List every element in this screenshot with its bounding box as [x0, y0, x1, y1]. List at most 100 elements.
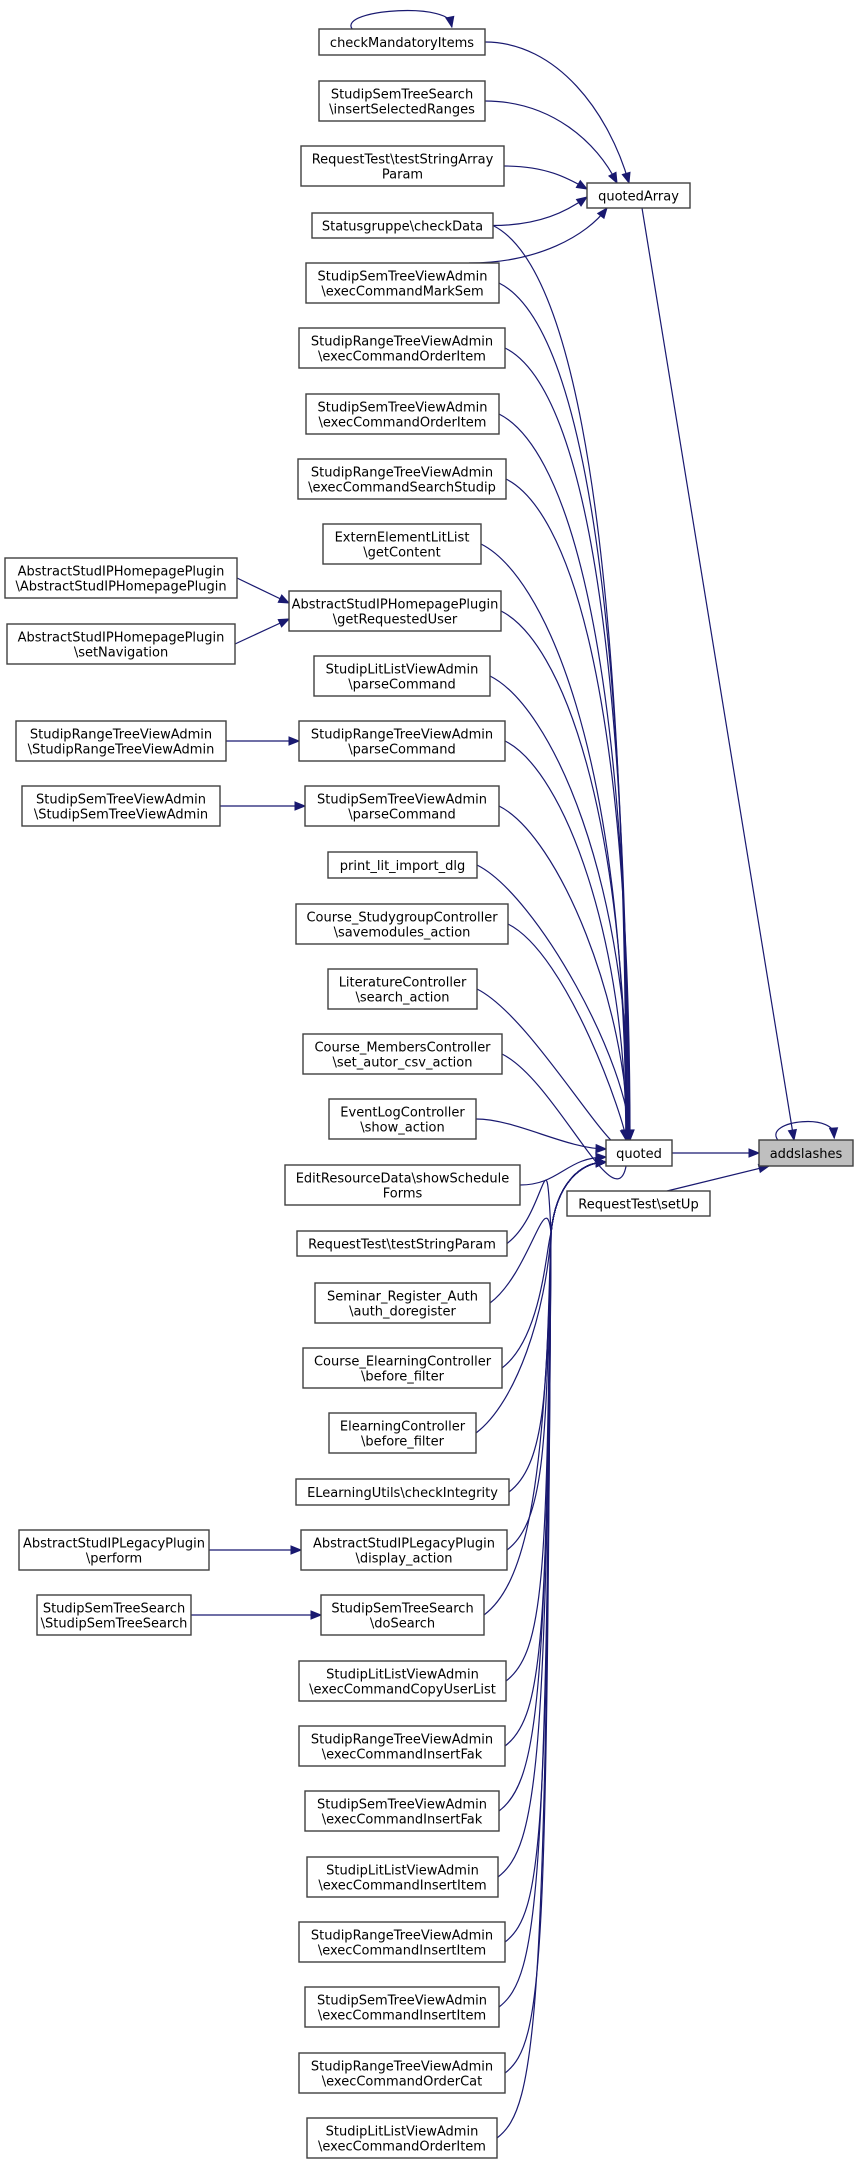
node-ASHP_setNavigation[interactable]: AbstractStudIPHomepagePlugin\setNavigati… — [6, 623, 236, 665]
node-label: StudipRangeTreeViewAdmin — [311, 1733, 493, 1748]
node-quoted[interactable]: quoted — [605, 1139, 673, 1167]
node-SRTVA_execCommandSearchStudip[interactable]: StudipRangeTreeViewAdmin\execCommandSear… — [297, 458, 507, 500]
node-label: \execCommandSearchStudip — [308, 481, 496, 496]
edge-SSTS_insertSelectedRanges-to-quotedArray — [484, 100, 618, 185]
node-label: \insertSelectedRanges — [329, 103, 475, 118]
edge-SSTVA_execCommandMarkSem-to-quotedArray — [468, 206, 608, 264]
node-box — [304, 1790, 500, 1832]
arrowhead-icon — [607, 171, 618, 185]
edge-quotedArray-to-addslashes — [641, 207, 797, 1142]
node-ASHP_ctor[interactable]: AbstractStudIPHomepagePlugin\AbstractStu… — [4, 557, 238, 599]
node-label: StudipLitListViewAdmin — [326, 663, 479, 678]
edge-SSTVA_execCommandInsertItem-to-quoted — [498, 1157, 608, 2008]
node-SSTVA_execCommandMarkSem[interactable]: StudipSemTreeViewAdmin\execCommandMarkSe… — [305, 262, 500, 304]
node-label: EventLogController — [340, 1106, 465, 1121]
node-RequestTest_setUp[interactable]: RequestTest\setUp — [566, 1190, 711, 1217]
node-ELC_show_action[interactable]: EventLogController\show_action — [328, 1098, 477, 1140]
node-EC_before_filter[interactable]: ElearningController\before_filter — [328, 1412, 477, 1454]
node-box — [304, 1986, 500, 2028]
node-box — [298, 327, 506, 369]
node-label: \execCommandOrderCat — [322, 2075, 483, 2090]
node-SLLVA_parseCommand[interactable]: StudipLitListViewAdmin\parseCommand — [313, 655, 491, 697]
edge-checkMandatoryItems-to-quotedArray — [484, 41, 631, 185]
node-label: \execCommandInsertFak — [322, 1813, 483, 1828]
node-SSTVA_execCommandInsertItem[interactable]: StudipSemTreeViewAdmin\execCommandInsert… — [304, 1986, 500, 2028]
node-box — [320, 1594, 485, 1636]
node-SSTVA_execCommandOrderItem[interactable]: StudipSemTreeViewAdmin\execCommandOrderI… — [305, 393, 500, 435]
node-Statusgruppe_checkData[interactable]: Statusgruppe\checkData — [311, 212, 494, 239]
node-label: StudipSemTreeViewAdmin — [317, 1994, 487, 2009]
edge-SLLVA_parseCommand-to-quoted — [489, 675, 635, 1142]
node-ASLP_display_action[interactable]: AbstractStudIPLegacyPlugin\display_actio… — [300, 1529, 508, 1571]
node-SSTS_ctor[interactable]: StudipSemTreeSearch\StudipSemTreeSearch — [36, 1594, 192, 1636]
node-box — [300, 145, 505, 187]
node-ASHP_getRequestedUser[interactable]: AbstractStudIPHomepagePlugin\getRequeste… — [288, 590, 502, 632]
node-box — [305, 393, 500, 435]
node-label: StudipSemTreeSearch — [43, 1602, 185, 1617]
node-SSTVA_ctor[interactable]: StudipSemTreeViewAdmin\StudipSemTreeView… — [21, 785, 221, 827]
edges-layer — [191, 9, 839, 2139]
node-checkMandatoryItems[interactable]: checkMandatoryItems — [318, 28, 486, 56]
node-CMC_set_autor_csv_action[interactable]: Course_MembersController\set_autor_csv_a… — [302, 1033, 503, 1075]
edge-addslashes-to-addslashes — [775, 1121, 839, 1141]
node-CSC_savemodules_action[interactable]: Course_StudygroupController\savemodules_… — [295, 903, 509, 945]
node-print_lit_import_dlg[interactable]: print_lit_import_dlg — [327, 851, 478, 879]
node-EELL_getContent[interactable]: ExternElementLitList\getContent — [322, 523, 482, 565]
node-SRTVA_execCommandOrderItem[interactable]: StudipRangeTreeViewAdmin\execCommandOrde… — [298, 327, 506, 369]
node-label: StudipSemTreeViewAdmin — [317, 1798, 487, 1813]
node-box — [305, 262, 500, 304]
node-label: Course_ElearningController — [314, 1355, 492, 1370]
node-box — [298, 1660, 507, 1702]
edge-checkMandatoryItems-to-checkMandatoryItems — [350, 9, 455, 30]
node-label: StudipRangeTreeViewAdmin — [311, 2060, 493, 2075]
edge-SRTVA_execCommandSearchStudip-to-quoted — [505, 478, 635, 1142]
node-label: quoted — [616, 1147, 662, 1162]
node-box — [302, 1347, 503, 1389]
node-box — [18, 1529, 210, 1571]
node-SRA_auth_doregister[interactable]: Seminar_Register_Auth\auth_doregister — [314, 1282, 491, 1324]
node-label: checkMandatoryItems — [330, 36, 474, 51]
node-label: \execCommandInsertFak — [322, 1748, 483, 1763]
edge-RT_testStringArrayParam-to-quotedArray — [503, 165, 589, 190]
node-RT_testStringParam[interactable]: RequestTest\testStringParam — [296, 1230, 508, 1257]
arrowhead-icon — [294, 801, 307, 811]
node-SRTVA_execCommandOrderCat[interactable]: StudipRangeTreeViewAdmin\execCommandOrde… — [298, 2052, 506, 2094]
node-box — [298, 1725, 506, 1767]
node-label: StudipSemTreeViewAdmin — [36, 793, 206, 808]
node-SRTVA_parseCommand[interactable]: StudipRangeTreeViewAdmin\parseCommand — [298, 720, 506, 762]
node-SLLVA_execCommandOrderItem[interactable]: StudipLitListViewAdmin\execCommandOrderI… — [306, 2117, 498, 2159]
edge-RequestTest_setUp-to-addslashes — [666, 1163, 771, 1192]
node-label: \search_action — [355, 991, 449, 1006]
arrowhead-icon — [595, 1157, 608, 1168]
node-label: \execCommandInsertItem — [318, 1944, 486, 1959]
node-label: \auth_doregister — [349, 1305, 456, 1320]
node-label: StudipRangeTreeViewAdmin — [30, 728, 212, 743]
node-ELU_checkIntegrity[interactable]: ELearningUtils\checkIntegrity — [295, 1478, 510, 1506]
node-box — [327, 968, 478, 1010]
node-SSTVA_execCommandInsertFak[interactable]: StudipSemTreeViewAdmin\execCommandInsert… — [304, 1790, 500, 1832]
node-SRTVA_execCommandInsertItem[interactable]: StudipRangeTreeViewAdmin\execCommandInse… — [298, 1921, 506, 1963]
node-label: AbstractStudIPHomepagePlugin — [18, 565, 225, 580]
node-SSTS_insertSelectedRanges[interactable]: StudipSemTreeSearch\insertSelectedRanges — [318, 80, 486, 122]
edge-SSTVA_execCommandInsertFak-to-quoted — [498, 1157, 608, 1812]
node-label: StudipLitListViewAdmin — [326, 2125, 479, 2140]
node-label: ELearningUtils\checkIntegrity — [307, 1486, 498, 1501]
node-SSTVA_parseCommand[interactable]: StudipSemTreeViewAdmin\parseCommand — [304, 785, 500, 827]
node-SRTVA_ctor[interactable]: StudipRangeTreeViewAdmin\StudipRangeTree… — [15, 720, 227, 762]
node-SSTS_doSearch[interactable]: StudipSemTreeSearch\doSearch — [320, 1594, 485, 1636]
node-label: Seminar_Register_Auth — [327, 1290, 478, 1305]
edge-Statusgruppe_checkData-to-quotedArray — [492, 196, 589, 227]
arrowhead-icon — [828, 1127, 839, 1140]
node-SLLVA_execCommandInsertItem[interactable]: StudipLitListViewAdmin\execCommandInsert… — [306, 1856, 499, 1898]
node-SLLVA_execCommandCopyUserList[interactable]: StudipLitListViewAdmin\execCommandCopyUs… — [298, 1660, 507, 1702]
node-quotedArray[interactable]: quotedArray — [586, 182, 691, 209]
node-label: StudipSemTreeSearch — [331, 88, 473, 103]
node-ASLP_perform[interactable]: AbstractStudIPLegacyPlugin\perform — [18, 1529, 210, 1571]
node-CEC_before_filter[interactable]: Course_ElearningController\before_filter — [302, 1347, 503, 1389]
node-LC_search_action[interactable]: LiteratureController\search_action — [327, 968, 478, 1010]
arrowhead-icon — [288, 736, 301, 746]
node-label: StudipRangeTreeViewAdmin — [311, 335, 493, 350]
node-SRTVA_execCommandInsertFak[interactable]: StudipRangeTreeViewAdmin\execCommandInse… — [298, 1725, 506, 1767]
